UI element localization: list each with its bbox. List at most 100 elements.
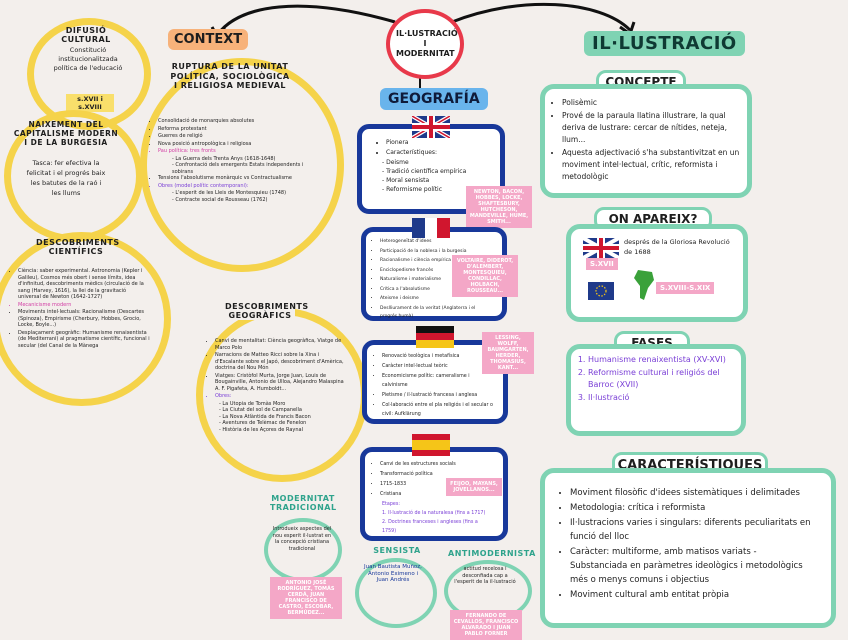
difusio-text: Constitució institucionalitzada política… (53, 46, 123, 72)
germany-item: Pietisme / il·lustració francesa i angle… (382, 391, 494, 400)
context-subitem: - La Guerra dels Trenta Anys (1618-1648) (172, 155, 276, 162)
fases-item: Reformisme cultural i religiós del Barro… (588, 367, 732, 391)
cientifics-item: Ciència: saber experimental. Astronomia … (18, 268, 150, 301)
geografics-list: Canvi de mentalitat: Ciència geogràfica,… (205, 338, 345, 433)
concepte-box (540, 84, 752, 198)
germany-item: Renovació teològica i metafísica (382, 352, 494, 361)
concepte-item: Aquesta adjectivació s'ha substantivitza… (562, 147, 740, 183)
germany-item: Col·laboració entre el pla religiós i el… (382, 401, 494, 419)
apareix-tag-1: S.XVII (586, 258, 618, 270)
france-item: Racionalisme i ciència empírica (380, 257, 492, 266)
geografics-subitem: - La Utopia de Tomàs Moro (219, 400, 286, 407)
uk-subitem: - Moral sensista (382, 177, 430, 184)
central-title-circle: IL·LUSTRACIÓ I MODERNITAT (386, 9, 464, 79)
south-america-icon (634, 270, 654, 300)
fases-list: Humanisme renaixentista (XV-XVI) Reformi… (574, 354, 732, 405)
cientifics-ring (0, 232, 171, 406)
context-item: Nova posició antropològica i religiosa (158, 141, 324, 148)
modernitat-text: Introdueix aspectes del nou esperit il·l… (272, 526, 332, 552)
caracteristiques-item: Metodologia: crítica i reformista (570, 501, 816, 515)
spain-item: Transformació política (380, 470, 490, 479)
context-item: Consolidació de monarquies absolutes (158, 118, 324, 125)
spain-item: Canvi de les estructures socials (380, 460, 490, 469)
cientifics-list: Ciència: saber experimental. Astronomia … (8, 268, 150, 350)
geografics-item: Viatges: Cristòfol Murta, Jorge Juan, Lo… (215, 373, 345, 393)
germany-item: Caràcter intel·lectual teòric (382, 362, 494, 371)
geografics-subitem: - Història de les Açores de Raynal (219, 426, 303, 433)
uk-list: PioneraCaracterístiques: - Deisme - Trad… (376, 138, 472, 194)
modernitat-note: ANTONIO JOSÉ RODRÍGUEZ, TOMÁS CERDÁ, JUA… (270, 577, 342, 619)
context-ring (140, 58, 344, 272)
cientifics-item: Desplaçament geogràfic: Humanisme renaix… (18, 330, 150, 350)
context-item: Pau política: tres fronts (158, 148, 324, 155)
concepte-list: Polisèmic Prové de la paraula llatina il… (552, 97, 740, 184)
context-subitem: - Contracte social de Rousseau (1762) (172, 196, 268, 203)
germany-flag-icon (416, 326, 454, 348)
france-item: Participació de la noblesa i la burgesia (380, 248, 492, 257)
concepte-item: Prové de la paraula llatina illustrare, … (562, 110, 740, 146)
germany-box (362, 340, 508, 424)
uk-subitem: - Deisme (382, 159, 409, 166)
difusio-tag: s.XVII i s.XVIII (66, 94, 114, 112)
germany-list: Renovació teològica i metafísica Caràcte… (372, 352, 494, 420)
modernitat-title: MODERNITAT TRADICIONAL (270, 494, 337, 512)
context-item: Reforma protestant (158, 126, 324, 133)
uk-flag-icon (583, 238, 619, 258)
uk-subitem: - Reformisme polític (382, 186, 443, 193)
uk-note: NEWTON, BACON, HOBBES, LOCKE, SHAFTESBUR… (466, 186, 532, 228)
eu-flag-icon (588, 282, 614, 300)
naixement-title: NAIXEMENT DEL CAPITALISME MODERN I DE LA… (13, 120, 119, 147)
geografics-item: Canvi de mentalitat: Ciència geogràfica,… (215, 338, 345, 351)
fases-item: Il·lustració (588, 392, 732, 404)
caracteristiques-box (540, 468, 836, 628)
spain-subitem: Etapes: (382, 502, 400, 507)
france-item: Ateisme i deisme (380, 295, 492, 304)
antimodernista-text: actitud recelosa i desconfiada cap a l'e… (454, 566, 516, 585)
central-title: IL·LUSTRACIÓ I MODERNITAT (396, 29, 458, 58)
spain-subitem: 1. Il·lustració de la naturalesa (fins a… (382, 511, 486, 516)
sensista-title: SENSISTA (373, 546, 421, 555)
cientifics-item: Moviments intel·lectuals: Racionalisme (… (18, 309, 150, 329)
geografics-item: Narracions de Matteo Ricci sobre la Xina… (215, 352, 345, 372)
caracteristiques-list: Moviment filosòfic d'idees sistemàtiques… (560, 486, 816, 603)
caracteristiques-item: Caràcter: multiforme, amb matisos variat… (570, 545, 816, 587)
fases-item: Humanisme renaixentista (XV-XVI) (588, 354, 732, 366)
france-item: Deslliurament de la veritat (Anglaterra … (380, 305, 492, 322)
spain-note: FEIJOO, MAYANS, JOVELLANOS... (446, 478, 502, 496)
illustracio-title: IL·LUSTRACIÓ (584, 31, 745, 56)
naixement-text: Tasca: fer efectiva la felicitat i el pr… (26, 159, 106, 197)
context-item: Guerres de religió (158, 133, 324, 140)
context-subitem: - Confrontació dels emergents Estats ind… (172, 162, 304, 175)
geografia-label: GEOGRAFÍA (380, 88, 488, 110)
geografics-subitem: - La Nova Atlàntida de Francis Bacon (219, 413, 311, 420)
germany-note: LESSING, WOLFF, BAUMGARTEN, HERDER, THOM… (482, 332, 534, 374)
spain-item: Cristiana (380, 490, 490, 499)
geografics-item: Obres: (215, 393, 345, 400)
apareix-text: després de la Gloriosa Revolució de 1688 (624, 238, 730, 256)
context-subitem: - L'esperit de les Lleis de Montesquieu … (172, 190, 287, 196)
france-flag-icon (412, 218, 450, 238)
apareix-tag-2: S.XVIII-S.XIX (656, 282, 715, 294)
antimodernista-title: ANTIMODERNISTA (448, 549, 536, 558)
caracteristiques-item: Il·lustracions varies i singulars: difer… (570, 516, 816, 544)
context-list: Consolidació de monarquies absolutes Ref… (148, 118, 324, 203)
context-label: CONTEXT (168, 29, 249, 50)
spain-list: Canvi de les estructures socials Transfo… (370, 460, 490, 536)
ruptura-title: RUPTURA DE LA UNITAT POLÍTICA, SOCIOLÒGI… (170, 62, 290, 90)
sensista-ring (355, 558, 437, 628)
cientifics-item: Mecanicisme modern (18, 302, 150, 309)
spain-flag-icon (412, 434, 450, 456)
france-item: Naturalisme i materialisme (380, 276, 492, 285)
caracteristiques-item: Moviment filosòfic d'idees sistemàtiques… (570, 486, 816, 500)
france-note: VOLTAIRE, DIDEROT, D'ALEMBERT, MONTESQUI… (452, 255, 518, 297)
uk-subitem: - Tradició científica empírica (382, 168, 467, 175)
uk-flag-icon (412, 116, 450, 138)
cientifics-title: DESCOBRIMENTS CIENTÍFICS (36, 238, 120, 256)
geografics-title: DESCOBRIMENTS GEOGRÀFICS (225, 302, 309, 320)
uk-item: Pionera (386, 138, 472, 147)
context-item: Tensions l'absolutisme monàrquic vs Cont… (158, 175, 324, 182)
uk-item: Característiques: (386, 148, 472, 157)
germany-item: Economicisme polític: cameralisme i calv… (382, 372, 494, 390)
difusio-title: DIFUSIÓ CULTURAL (61, 26, 111, 44)
geografics-subitem: - La Ciutat del sol de Campanella (219, 407, 302, 413)
